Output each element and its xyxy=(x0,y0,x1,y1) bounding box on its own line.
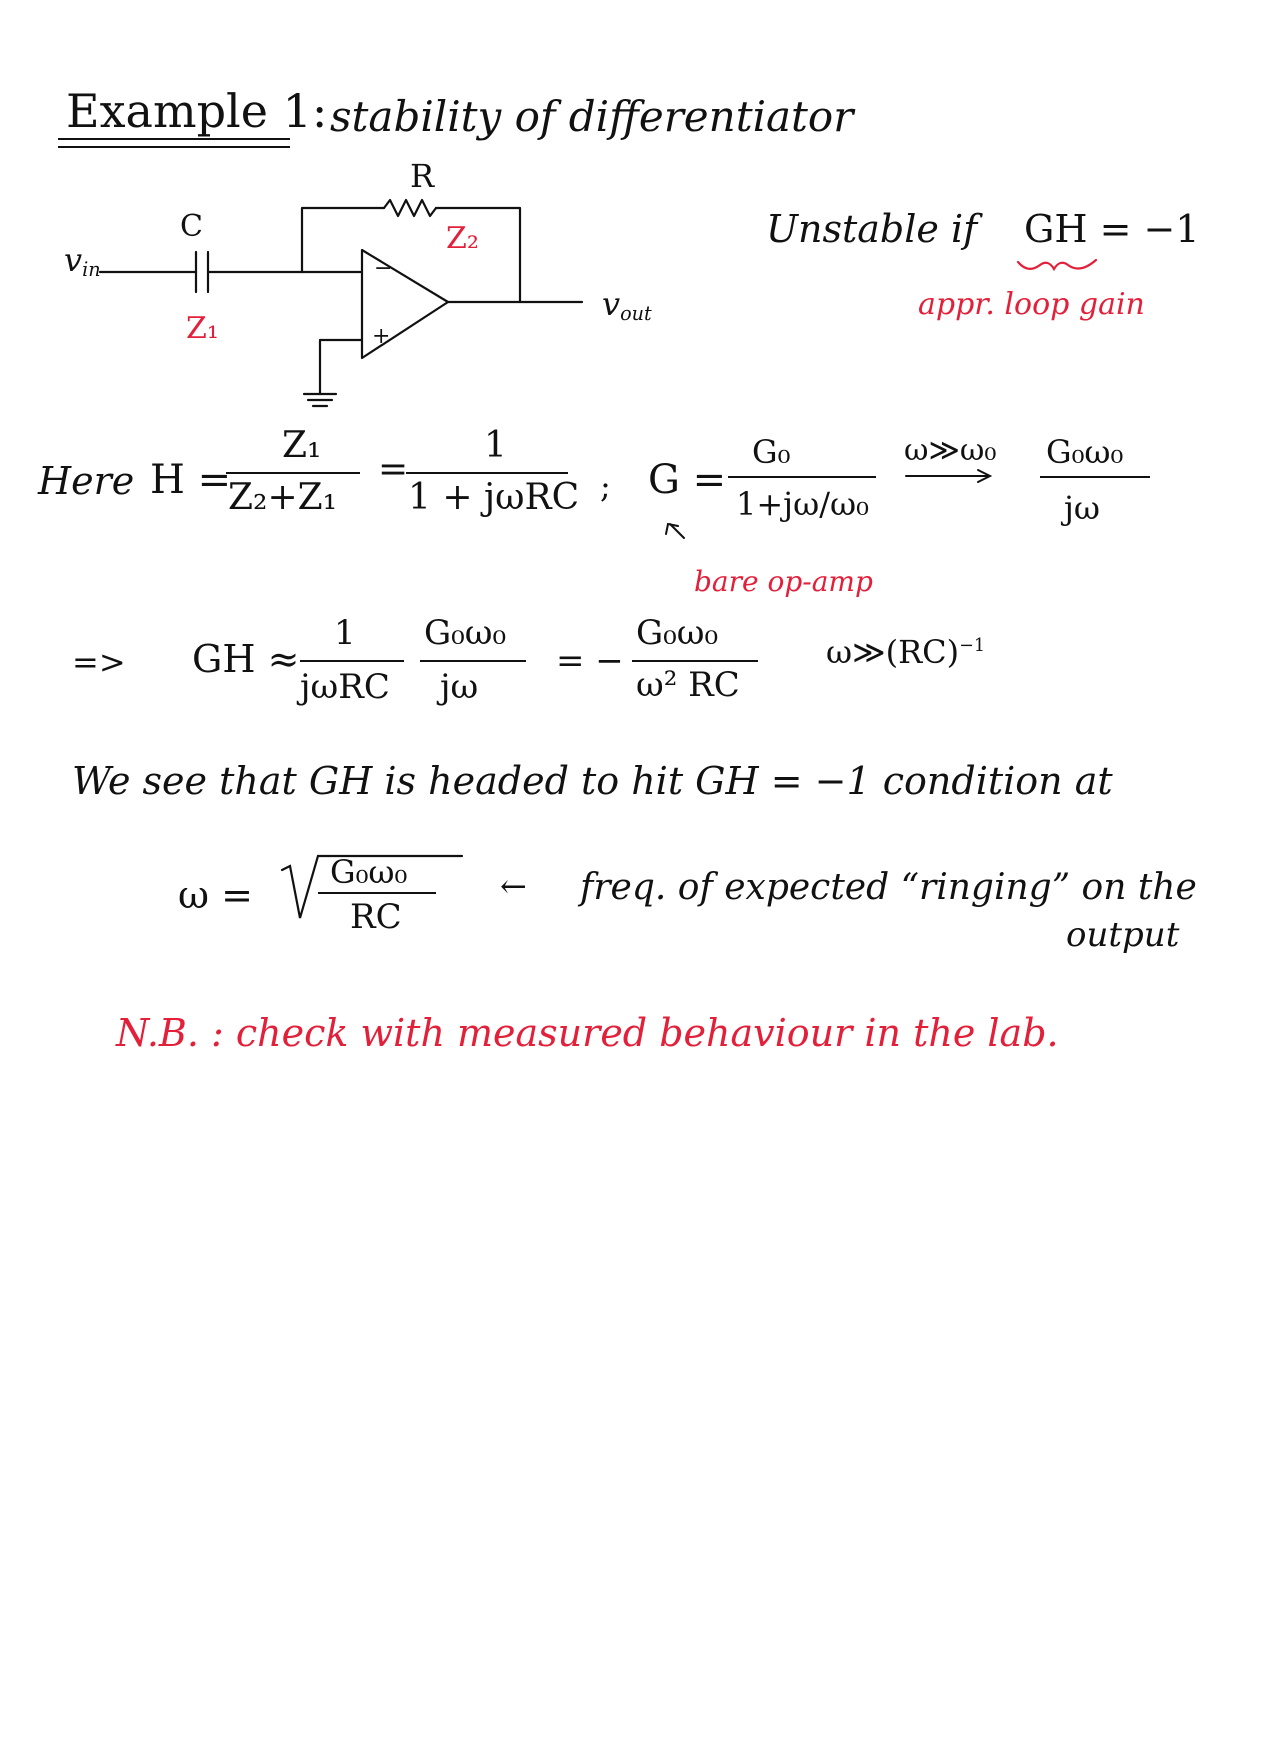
here-lead: Here xyxy=(38,459,135,503)
annotation-marks xyxy=(280,258,1098,919)
gh-f1-bar xyxy=(300,660,404,662)
label-vin-main: v xyxy=(64,241,83,279)
gh-eq: = − xyxy=(556,641,624,681)
loop-gain-brace xyxy=(1016,258,1098,272)
omega-desc-2: output xyxy=(1066,915,1180,955)
gh-f2-den: jω xyxy=(440,667,479,707)
feedback-wire-left xyxy=(300,206,386,274)
G-equals: G = xyxy=(648,457,727,503)
gh-f2-num: G₀ω₀ xyxy=(424,613,507,653)
bare-arrow-head xyxy=(665,522,679,535)
label-Z1: Z₁ xyxy=(186,311,219,346)
omega-den: RC xyxy=(350,897,402,937)
title-underline-1 xyxy=(58,138,290,140)
bare-opamp-note: bare op-amp xyxy=(694,565,873,598)
ground-wire xyxy=(318,338,364,396)
frac1-bar xyxy=(226,472,360,474)
unstable-condition: GH = −1 xyxy=(1024,207,1200,251)
omega-lhs: ω = xyxy=(178,873,253,917)
frac2-num: 1 xyxy=(484,425,507,466)
sqrt-sign xyxy=(280,854,464,919)
unstable-text: Unstable if xyxy=(766,207,978,251)
limit-label: ω≫ω₀ xyxy=(904,433,997,468)
frac1-den: Z₂+Z₁ xyxy=(228,477,338,518)
gh-condition-main: ω≫(RC) xyxy=(826,633,960,671)
gh-f3-num: G₀ω₀ xyxy=(636,613,719,653)
gh-f1-den: jωRC xyxy=(300,667,390,707)
opamp-plus: + xyxy=(372,324,391,349)
label-vout-main: v xyxy=(602,285,621,323)
label-vout: vout xyxy=(602,285,652,323)
opamp-triangle xyxy=(360,248,450,360)
frac1-num: Z₁ xyxy=(282,425,322,466)
title-example-label: Example 1 xyxy=(66,84,312,138)
frac3-num: G₀ xyxy=(752,433,791,471)
body-sentence: We see that GH is headed to hit GH = −1 … xyxy=(72,759,1113,803)
semicolon: ; xyxy=(600,467,611,505)
frac3-den: 1+jω/ω₀ xyxy=(736,485,869,523)
title-colon: : xyxy=(311,84,328,138)
frac2-den: 1 + jωRC xyxy=(408,477,580,518)
frac4-den: jω xyxy=(1064,489,1101,527)
limit-arrow-head xyxy=(977,469,993,483)
feedback-wire-right xyxy=(434,206,522,304)
gh-condition-sup: −1 xyxy=(959,635,986,656)
label-vin-sub: in xyxy=(82,257,101,281)
gh-f2-bar xyxy=(420,660,526,662)
title-example: Example 1: xyxy=(66,88,327,134)
eq-between-fracs: = xyxy=(378,449,409,490)
gh-f3-bar xyxy=(632,660,758,662)
implies-arrow: => xyxy=(72,643,126,681)
omega-bar xyxy=(318,892,436,894)
loop-gain-note: appr. loop gain xyxy=(918,287,1145,322)
bare-arrow-line xyxy=(669,523,685,539)
resistor-zigzag xyxy=(382,198,438,218)
gh-f3-den: ω² RC xyxy=(636,665,740,705)
H-equals: H = xyxy=(150,457,232,503)
frac4-num: G₀ω₀ xyxy=(1046,433,1124,471)
label-Z2: Z₂ xyxy=(446,221,479,256)
nb-note: N.B. : check with measured behaviour in … xyxy=(116,1011,1059,1055)
gh-lhs: GH ≈ xyxy=(192,637,300,681)
label-vin: vin xyxy=(64,241,101,279)
frac2-bar xyxy=(406,472,568,474)
frac3-bar xyxy=(728,476,876,478)
label-C: C xyxy=(180,209,203,244)
gh-f1-num: 1 xyxy=(334,613,356,653)
frac4-bar xyxy=(1040,476,1150,478)
label-R: R xyxy=(410,157,435,195)
opamp-minus: − xyxy=(374,256,393,281)
title-topic: stability of differentiator xyxy=(330,92,854,141)
label-vout-sub: out xyxy=(620,301,652,325)
omega-num: G₀ω₀ xyxy=(330,853,408,891)
omega-desc: freq. of expected “ringing” on the xyxy=(580,867,1197,908)
title-underline-2 xyxy=(58,146,290,148)
gh-condition: ω≫(RC)−1 xyxy=(826,636,985,668)
omega-arrow: ← xyxy=(500,867,527,905)
